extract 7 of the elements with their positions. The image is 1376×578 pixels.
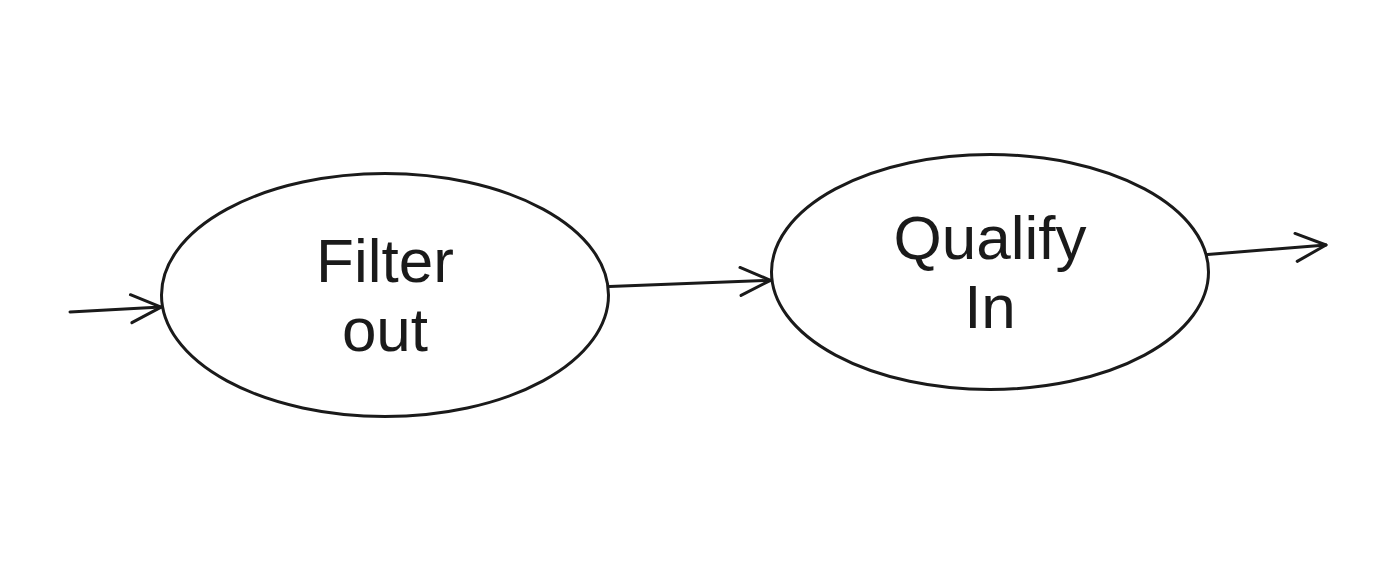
node-label: Qualify In: [892, 202, 1088, 342]
arrow: [68, 293, 163, 325]
process-ellipse: [770, 153, 1210, 391]
arrow: [608, 265, 772, 297]
arrow: [1206, 231, 1328, 263]
node-label: Filter out: [315, 225, 455, 365]
process-ellipse: [160, 172, 610, 418]
